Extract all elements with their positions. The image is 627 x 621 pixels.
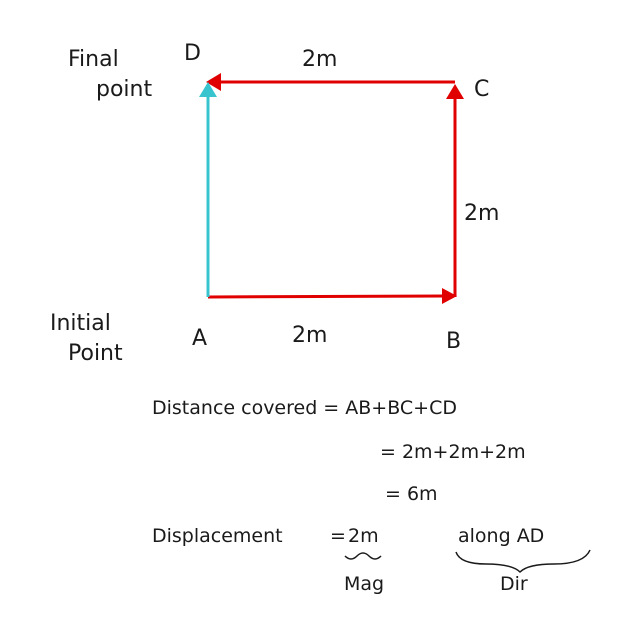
direction-note: Dir: [500, 573, 528, 595]
displacement-magnitude: 2m: [348, 525, 379, 547]
path-arrow-AB: [207, 294, 447, 299]
length-label-AB: 2m: [292, 323, 327, 348]
arrowhead-CD: [206, 73, 221, 91]
magnitude-underline: [344, 552, 382, 560]
arrowhead-BC: [446, 84, 464, 99]
final-point-label-line2: point: [96, 77, 152, 102]
distance-covered-line: Distance covered = AB+BC+CD: [152, 397, 457, 419]
initial-point-label-line2: Point: [68, 341, 123, 366]
point-label-C: C: [474, 77, 489, 102]
displacement-label: Displacement: [152, 525, 283, 547]
arrowhead-AD: [199, 82, 217, 97]
distance-step-2: = 6m: [385, 483, 438, 505]
arrowhead-AB: [442, 288, 457, 304]
final-point-label-line1: Final: [68, 47, 119, 72]
length-label-BC: 2m: [464, 201, 499, 226]
displacement-equals: =: [330, 525, 346, 547]
length-label-CD: 2m: [302, 47, 337, 72]
displacement-direction: along AD: [458, 525, 544, 547]
point-label-B: B: [446, 329, 461, 354]
point-label-D: D: [184, 41, 201, 66]
distance-step-1: = 2m+2m+2m: [380, 441, 526, 463]
direction-brace: [455, 549, 591, 574]
magnitude-note: Mag: [344, 573, 384, 595]
point-label-A: A: [192, 326, 207, 351]
initial-point-label-line1: Initial: [50, 311, 111, 336]
